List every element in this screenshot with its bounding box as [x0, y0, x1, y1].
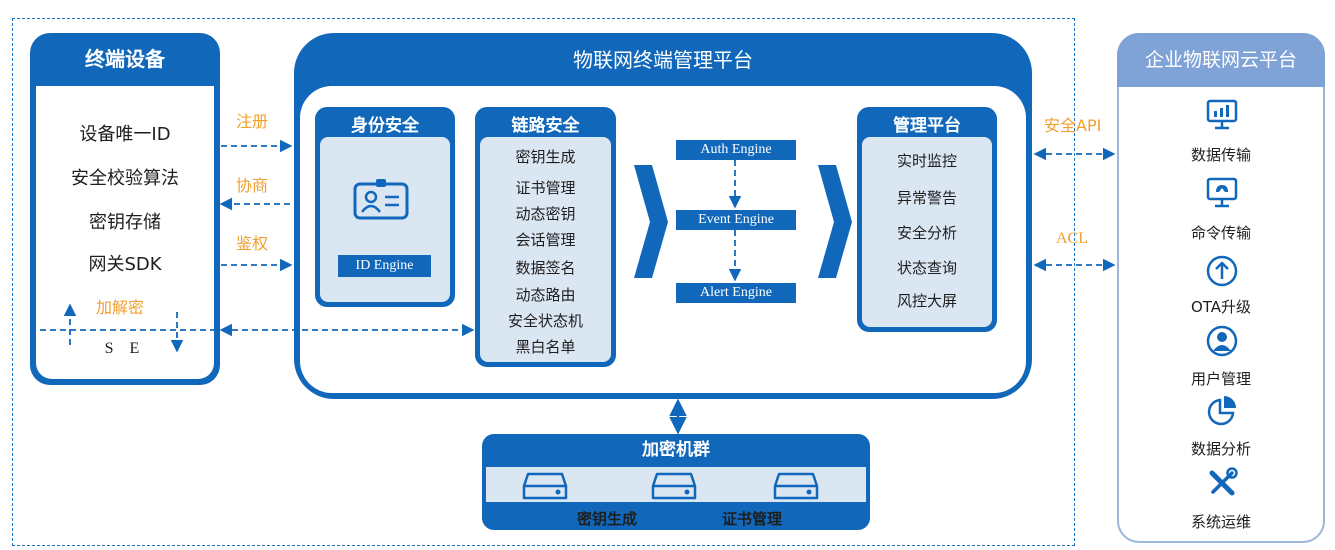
management-body [862, 137, 992, 327]
cloud-item-command-transfer: 命令传输 [1190, 224, 1251, 242]
alert-engine: Alert Engine [676, 283, 796, 303]
management-item: 实时监控 [896, 152, 957, 170]
link-item: 数据签名 [515, 259, 576, 277]
server-icon [651, 472, 697, 500]
link-item: 会话管理 [515, 231, 576, 249]
chevron-right-icon [818, 165, 852, 278]
server-icon [522, 472, 568, 500]
crypto-cluster-title: 加密机群 [642, 440, 710, 460]
server-icon [773, 472, 819, 500]
management-item: 安全分析 [896, 224, 957, 242]
pie-chart-icon [1207, 396, 1236, 426]
cloud-platform-title: 企业物联网云平台 [1144, 49, 1297, 71]
monitor-chart-icon [1206, 99, 1238, 130]
tools-icon [1209, 467, 1238, 496]
terminal-item-device-id: 设备唯一ID [79, 124, 171, 145]
link-item: 证书管理 [515, 179, 576, 197]
platform-title: 物联网终端管理平台 [573, 48, 753, 72]
link-security-body [480, 137, 611, 362]
cloud-item-data-analysis: 数据分析 [1190, 440, 1251, 458]
link-item: 密钥生成 [515, 148, 576, 166]
cloud-platform-panel [1117, 33, 1325, 543]
management-item: 状态查询 [896, 259, 957, 277]
management-title: 管理平台 [893, 116, 961, 136]
management-item: 风控大屏 [896, 292, 957, 310]
encrypt-decrypt-label: 加解密 [96, 298, 145, 317]
cloud-item-user-management: 用户管理 [1190, 370, 1251, 388]
cloud-platform-header [1117, 33, 1325, 87]
terminal-device-title: 终端设备 [85, 47, 165, 71]
chevron-right-icon [634, 165, 668, 278]
event-engine: Event Engine [676, 210, 796, 230]
se-label: S E [104, 340, 146, 357]
negotiate-label: 协商 [236, 176, 269, 195]
link-item: 安全状态机 [507, 312, 583, 330]
management-item: 异常警告 [896, 189, 957, 207]
link-item: 动态密钥 [515, 205, 576, 223]
upgrade-arrow-icon [1206, 255, 1238, 287]
authenticate-label: 鉴权 [236, 234, 269, 253]
identity-security-title: 身份安全 [351, 116, 419, 136]
terminal-item-checksum-algorithm: 安全校验算法 [71, 168, 179, 189]
outer-boundary [12, 18, 1075, 546]
acl-label: ACL [1056, 230, 1088, 247]
id-engine: ID Engine [338, 255, 431, 277]
crypto-label-key-generation: 密钥生成 [577, 510, 638, 528]
id-card-icon [353, 179, 409, 220]
cloud-item-ota-upgrade: OTA升级 [1190, 298, 1252, 316]
monitor-upload-icon [1206, 177, 1238, 208]
link-item: 动态路由 [515, 286, 576, 304]
user-icon [1206, 325, 1238, 357]
cloud-item-system-ops: 系统运维 [1190, 513, 1251, 531]
crypto-label-cert-management: 证书管理 [722, 510, 783, 528]
terminal-item-gateway-sdk: 网关SDK [88, 254, 162, 275]
link-item: 黑白名单 [515, 338, 576, 356]
link-security-title: 链路安全 [511, 116, 580, 136]
auth-engine: Auth Engine [676, 140, 796, 160]
cloud-item-data-transfer: 数据传输 [1190, 146, 1251, 164]
security-api-label: 安全API [1044, 116, 1102, 135]
terminal-item-key-storage: 密钥存储 [89, 212, 161, 233]
register-label: 注册 [236, 112, 269, 131]
